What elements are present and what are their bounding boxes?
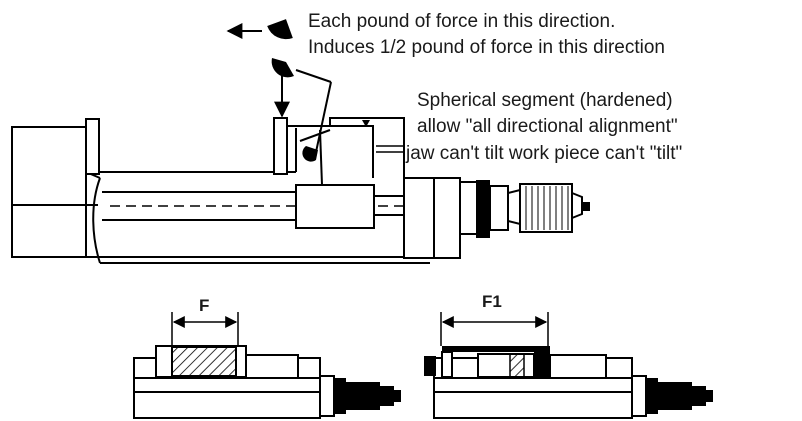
vise-side-view bbox=[11, 117, 590, 264]
vise-with-segment: F1 bbox=[424, 292, 713, 419]
spherical-segment-symbol-icon bbox=[271, 58, 332, 162]
dimension-label-f: F bbox=[199, 296, 209, 315]
force-direction-text-1: Each pound of force in this direction. bbox=[308, 11, 615, 32]
dimension-label-f1: F1 bbox=[482, 292, 502, 311]
vise-without-segment: F bbox=[133, 296, 401, 419]
horizontal-force-arrow-icon bbox=[226, 19, 293, 40]
spherical-segment-text-3: jaw can't tilt work piece can't "tilt" bbox=[405, 143, 682, 164]
spherical-segment-text-2: allow "all directional alignment" bbox=[417, 116, 678, 137]
spherical-segment-text-1: Spherical segment (hardened) bbox=[417, 90, 673, 111]
force-direction-text-2: Induces 1/2 pound of force in this direc… bbox=[308, 37, 665, 58]
